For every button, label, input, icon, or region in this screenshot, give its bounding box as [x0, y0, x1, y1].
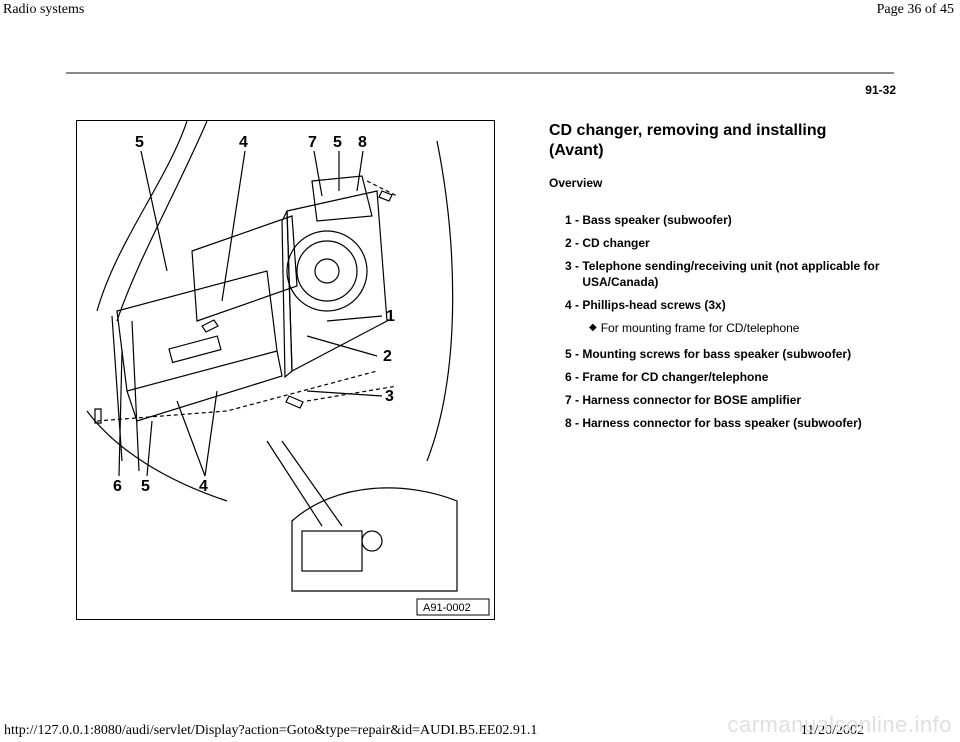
item-number: 5 -	[565, 347, 583, 361]
callout-6-bottom: 6	[113, 478, 122, 495]
item-number: 2 -	[565, 236, 583, 250]
item-number: 7 -	[565, 393, 583, 407]
cd-changer-illustration: 5 4 7 5 8 1 2 3 6 5 4 A91-0002	[76, 120, 495, 620]
item-number: 8 -	[565, 416, 583, 430]
list-item: 8 - Harness connector for bass speaker (…	[565, 415, 885, 431]
list-item: 1 - Bass speaker (subwoofer)	[565, 212, 885, 228]
exploded-diagram: 5 4 7 5 8 1 2 3 6 5 4 A91-0002	[86, 121, 490, 616]
list-item: 2 - CD changer	[565, 235, 885, 251]
item-text: CD changer	[582, 236, 650, 250]
header-rule	[66, 72, 894, 74]
item-number: 1 -	[565, 213, 583, 227]
callout-5-top: 5	[135, 134, 144, 151]
document-title: Radio systems	[3, 2, 85, 17]
list-item: 5 - Mounting screws for bass speaker (su…	[565, 346, 885, 362]
callout-8-top: 8	[358, 134, 367, 151]
callout-3: 3	[385, 388, 394, 405]
item-text: Frame for CD changer/telephone	[582, 370, 769, 384]
footer-date: 11/20/2002	[800, 723, 864, 738]
watermark: carmanualsonline.info	[727, 712, 952, 737]
item-text: Phillips-head screws (3x)	[582, 298, 726, 312]
item-text: Telephone sending/receiving unit (not ap…	[582, 259, 880, 289]
callout-4-top: 4	[239, 134, 248, 151]
list-item: 3 - Telephone sending/receiving unit (no…	[565, 258, 885, 290]
callout-4-bottom: 4	[199, 478, 208, 495]
page-code: 91-32	[865, 83, 896, 97]
parts-list: 1 - Bass speaker (subwoofer) 2 - CD chan…	[565, 212, 885, 438]
item-number: 3 -	[565, 259, 583, 273]
footer-url[interactable]: http://127.0.0.1:8080/audi/servlet/Displ…	[4, 723, 538, 738]
diamond-bullet-icon: ◆	[589, 322, 597, 333]
list-item: 6 - Frame for CD changer/telephone	[565, 369, 885, 385]
figure-code: A91-0002	[423, 602, 471, 614]
item-number: 6 -	[565, 370, 583, 384]
item-number: 4 -	[565, 298, 583, 312]
list-item: 7 - Harness connector for BOSE amplifier	[565, 392, 885, 408]
callout-7-top: 7	[308, 134, 317, 151]
sub-note-text: For mounting frame for CD/telephone	[600, 321, 800, 335]
section-title: CD changer, removing and installing (Ava…	[549, 122, 827, 159]
page-indicator: Page 36 of 45	[876, 2, 954, 17]
callout-2: 2	[383, 348, 392, 365]
item-text: Mounting screws for bass speaker (subwoo…	[582, 347, 852, 361]
list-item: 4 - Phillips-head screws (3x)	[565, 297, 885, 313]
item-text: Harness connector for BOSE amplifier	[582, 393, 802, 407]
overview-label: Overview	[549, 176, 603, 190]
callout-5-bottom: 5	[141, 478, 150, 495]
item-text: Bass speaker (subwoofer)	[582, 213, 732, 227]
callout-5-top-right: 5	[333, 134, 342, 151]
callout-1: 1	[386, 308, 395, 325]
sub-note: ◆ For mounting frame for CD/telephone	[589, 320, 885, 336]
item-text: Harness connector for bass speaker (subw…	[582, 416, 862, 430]
